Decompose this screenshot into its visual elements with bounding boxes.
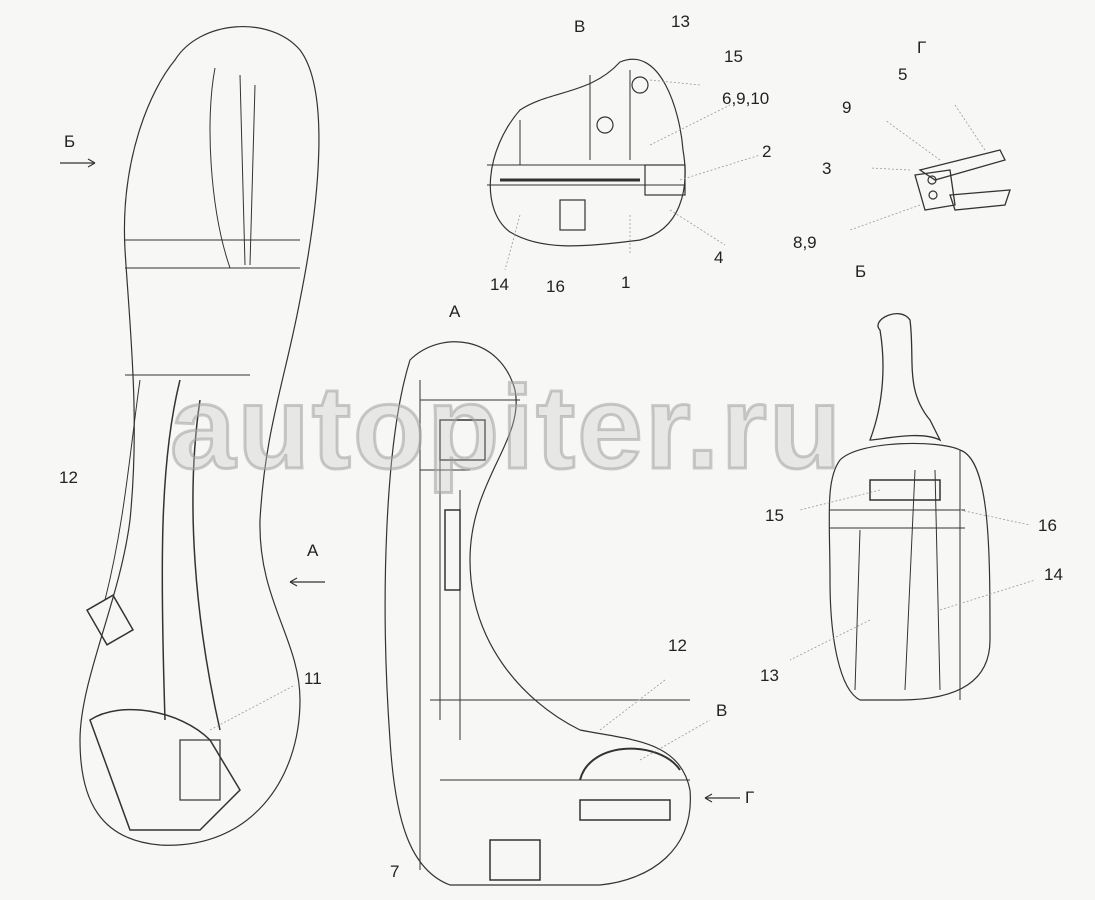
- callout: 13: [671, 12, 690, 31]
- callout: 14: [1044, 565, 1063, 584]
- callout: 3: [822, 159, 832, 178]
- callout: 1: [621, 273, 631, 292]
- view-g-part: [914, 149, 1011, 211]
- callout: 13: [760, 666, 779, 685]
- callout: 6,9,10: [722, 89, 770, 108]
- callout: 11: [304, 669, 322, 688]
- callout: 16: [1038, 516, 1057, 535]
- callout: 14: [490, 275, 509, 294]
- watermark: autopiter.ru: [168, 361, 844, 496]
- callout: 15: [765, 506, 784, 525]
- callout: 5: [898, 65, 908, 84]
- callout: 9: [842, 98, 852, 117]
- callout: 2: [762, 142, 772, 161]
- view-g-title: Г: [917, 38, 927, 57]
- callout: 12: [59, 468, 78, 487]
- callout: 15: [724, 47, 743, 66]
- view-v-outline: [489, 58, 686, 247]
- view-b-title: Б: [855, 262, 867, 281]
- main-view-outline: [79, 26, 320, 846]
- view-b-outline: [828, 442, 991, 701]
- arrow-label-b: Б: [64, 132, 76, 151]
- view-a-outline: [384, 341, 691, 886]
- callout: 12: [668, 636, 687, 655]
- callout: 4: [714, 248, 724, 267]
- callout: В: [716, 701, 728, 720]
- callout: 8,9: [793, 233, 817, 252]
- callout: Г: [745, 788, 755, 807]
- view-v-title: В: [574, 17, 586, 36]
- callout: 7: [390, 862, 400, 881]
- callout: 16: [546, 277, 565, 296]
- arrow-label-a: А: [307, 541, 319, 560]
- view-a-title: А: [449, 302, 461, 321]
